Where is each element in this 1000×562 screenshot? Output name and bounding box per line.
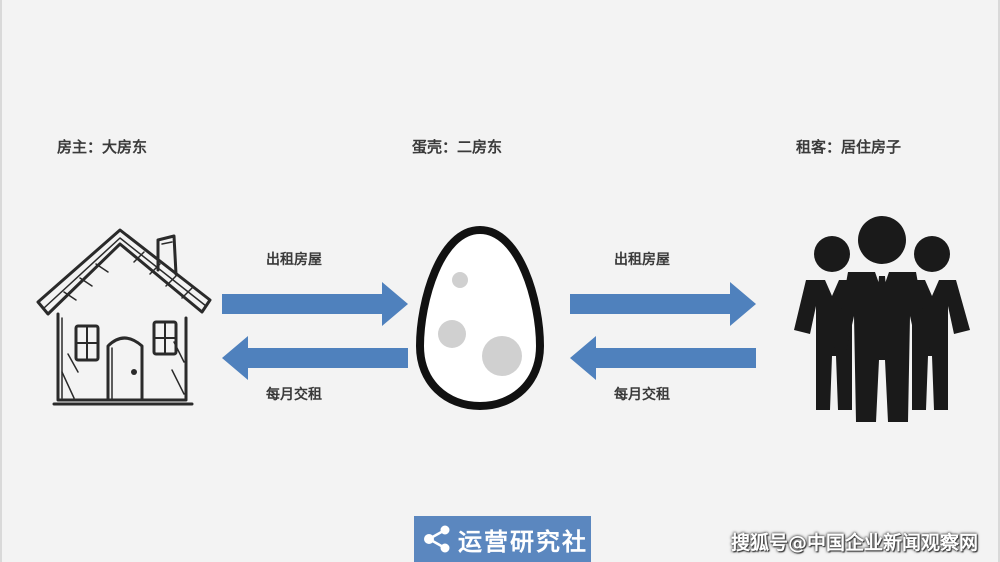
arrow-dank-to-tenant <box>570 282 756 326</box>
arrow-tenant-to-dank <box>570 336 756 380</box>
tenant-label: 租客：居住房子 <box>796 138 902 156</box>
people-group-icon <box>794 216 970 422</box>
brand-badge: 运营研究社 <box>414 516 591 562</box>
brand-name: 运营研究社 <box>458 527 588 556</box>
house-icon <box>36 228 212 406</box>
dank-label: 蛋壳：二房东 <box>412 138 503 156</box>
right-pay-label: 每月交租 <box>614 387 670 403</box>
right-edge-divider <box>998 0 1000 562</box>
left-edge-divider <box>0 0 2 562</box>
left-pay-label: 每月交租 <box>266 387 322 403</box>
right-rent-out-label: 出租房屋 <box>614 252 670 268</box>
left-rent-out-label: 出租房屋 <box>266 252 322 268</box>
landlord-label: 房主：大房东 <box>57 138 148 156</box>
source-watermark: 搜狐号@中国企业新闻观察网 <box>730 532 978 554</box>
arrow-landlord-to-dank <box>222 282 408 326</box>
arrow-dank-to-landlord <box>222 336 408 380</box>
egg-icon <box>415 225 545 411</box>
share-icon <box>424 525 450 553</box>
